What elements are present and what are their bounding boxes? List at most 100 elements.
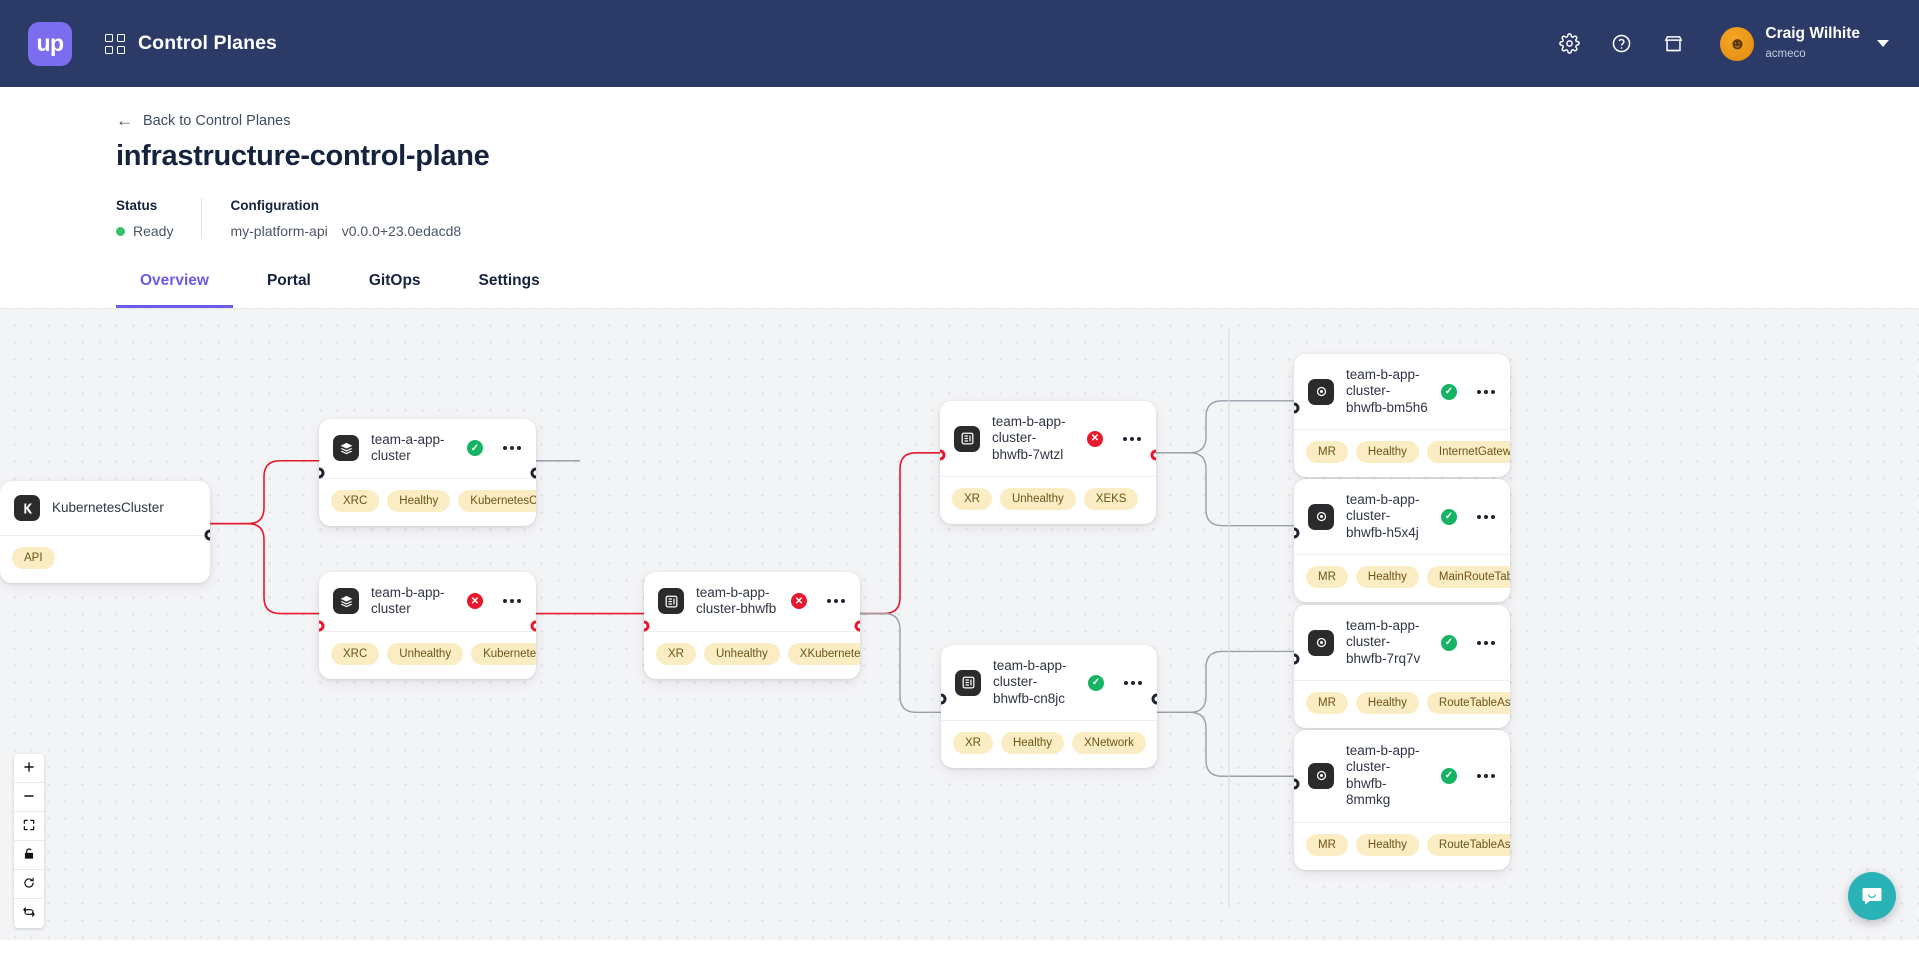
resource-icon	[954, 425, 980, 452]
user-name: Craig Wilhite	[1765, 25, 1860, 43]
node-status-unhealthy-icon: ✕	[791, 593, 807, 610]
node-handle-right[interactable]	[204, 529, 210, 541]
status-badge: Ready	[116, 223, 173, 239]
node-handle-left[interactable]	[1294, 653, 1300, 665]
nav-title: Control Planes	[138, 32, 278, 54]
node-pill: Healthy	[1355, 692, 1419, 715]
graph-node-team-b-app-cluster-bhwfb-h5x4j[interactable]: team-b-app-cluster-bhwfb-h5x4j ✓ MR Healthy…	[1294, 479, 1510, 603]
node-handle-right[interactable]	[530, 620, 536, 632]
grid-icon	[105, 33, 125, 54]
configuration-version: v0.0.0+23.0edacd8	[341, 223, 462, 239]
tab-settings[interactable]: Settings	[478, 272, 540, 289]
auto-layout-button[interactable]	[14, 899, 44, 928]
node-handle-left[interactable]	[319, 620, 325, 632]
node-menu-button[interactable]	[1469, 386, 1497, 398]
node-pill: MR	[1306, 566, 1348, 589]
node-header: team-b-app-cluster✕	[319, 572, 536, 631]
node-pill: XNetwork	[1071, 732, 1146, 755]
reset-button[interactable]	[14, 870, 44, 899]
chevron-down-icon[interactable]	[1877, 40, 1889, 47]
k-logo-icon	[14, 495, 40, 521]
node-pills: MRHealthyRouteTableAssociation	[1294, 821, 1510, 870]
node-menu-button[interactable]	[1469, 511, 1497, 523]
zoom-in-button[interactable]	[14, 754, 44, 783]
zoom-out-button[interactable]	[14, 783, 44, 812]
node-handle-right[interactable]	[530, 467, 536, 479]
node-pill: RouteTableAssociation	[1426, 833, 1510, 856]
node-pill: Healthy	[1355, 833, 1419, 856]
node-title: team-b-app-cluster-bhwfb-7wtzl	[992, 414, 1066, 462]
node-pill: MainRouteTableAssociation	[1426, 566, 1510, 589]
node-menu-button[interactable]	[495, 442, 523, 454]
node-pill: Healthy	[1355, 441, 1419, 464]
graph-node-team-a-app-cluster[interactable]: team-a-app-cluster✓XRCHealthyKubernetesC…	[319, 419, 536, 526]
node-handle-right[interactable]	[1150, 449, 1156, 461]
node-handle-left[interactable]	[1294, 778, 1300, 790]
node-pill: XR	[953, 732, 993, 755]
node-title: team-a-app-cluster	[371, 432, 445, 464]
node-menu-button[interactable]	[1469, 770, 1497, 782]
node-pill: XKubernetesCluster	[787, 642, 860, 665]
tab-portal[interactable]: Portal	[266, 272, 311, 289]
node-title: team-b-app-cluster-bhwfb-bm5h6	[1346, 367, 1428, 415]
node-menu-button[interactable]	[1116, 677, 1144, 689]
help-icon[interactable]	[1607, 30, 1635, 58]
node-handle-left[interactable]	[319, 467, 325, 479]
node-header: team-b-app-cluster-bhwfb ✕	[644, 572, 860, 631]
node-pill: Unhealthy	[703, 642, 780, 665]
chat-bubble-icon[interactable]	[1848, 872, 1896, 920]
back-to-control-planes-link[interactable]: ← Back to Control Planes	[116, 112, 291, 129]
nav-control-planes[interactable]: Control Planes	[105, 32, 277, 55]
user-org: acmeco	[1765, 47, 1806, 60]
graph-node-team-b-app-cluster-bhwfb[interactable]: team-b-app-cluster-bhwfb ✕ XR Unhealthy XKub…	[644, 572, 860, 679]
configuration-block: Configuration my-platform-api v0.0.0+23.…	[201, 198, 489, 239]
top-bar-actions: ☻ Craig Wilhite acmeco	[1555, 25, 1889, 62]
node-status-unhealthy-icon: ✕	[467, 593, 483, 610]
node-header: team-b-app-cluster-bhwfb-7rq7v✓	[1294, 605, 1510, 680]
node-title: team-b-app-cluster-bhwfb	[696, 585, 777, 617]
avatar: ☻	[1720, 26, 1755, 61]
node-handle-left[interactable]	[644, 620, 650, 632]
node-menu-button[interactable]	[1115, 433, 1143, 445]
node-menu-button[interactable]	[1469, 637, 1497, 649]
node-header: team-b-app-cluster-bhwfb-bm5h6✓	[1294, 354, 1510, 429]
lock-button[interactable]	[14, 841, 44, 870]
node-pill: API	[12, 547, 55, 569]
fit-view-button[interactable]	[14, 812, 44, 841]
canvas-controls	[14, 754, 44, 928]
auto-layout-icon	[22, 905, 36, 922]
tab-overview[interactable]: Overview	[116, 266, 233, 308]
node-handle-right[interactable]	[854, 620, 860, 632]
node-handle-right[interactable]	[1151, 693, 1157, 705]
zoom-out-icon	[22, 789, 36, 806]
node-title: team-b-app-cluster-bhwfb-h5x4j	[1346, 492, 1420, 540]
marketplace-icon[interactable]	[1659, 30, 1687, 58]
node-pill: XR	[656, 642, 696, 665]
node-handle-left[interactable]	[941, 693, 947, 705]
gear-icon[interactable]	[1555, 30, 1583, 58]
node-pill: XRC	[331, 642, 380, 665]
node-handle-left[interactable]	[1294, 527, 1300, 539]
node-header: team-b-app-cluster-bhwfb-7wtzl✕	[940, 401, 1156, 476]
node-menu-button[interactable]	[819, 595, 847, 607]
tab-bar: Overview Portal GitOps Settings	[0, 266, 1919, 308]
user-menu[interactable]: ☻ Craig Wilhite acmeco	[1720, 25, 1889, 62]
node-pill: XR	[952, 488, 992, 511]
node-handle-left[interactable]	[940, 449, 946, 461]
upbound-logo[interactable]: up	[28, 21, 72, 66]
node-pill: Healthy	[1355, 566, 1419, 589]
node-status-healthy-icon: ✓	[1441, 508, 1457, 525]
node-status-healthy-icon: ✓	[1088, 674, 1104, 691]
node-menu-button[interactable]	[495, 595, 523, 607]
node-handle-left[interactable]	[1294, 402, 1300, 414]
tab-gitops[interactable]: GitOps	[368, 272, 421, 289]
node-pills: MRHealthyRouteTableAssociation	[1294, 680, 1510, 728]
